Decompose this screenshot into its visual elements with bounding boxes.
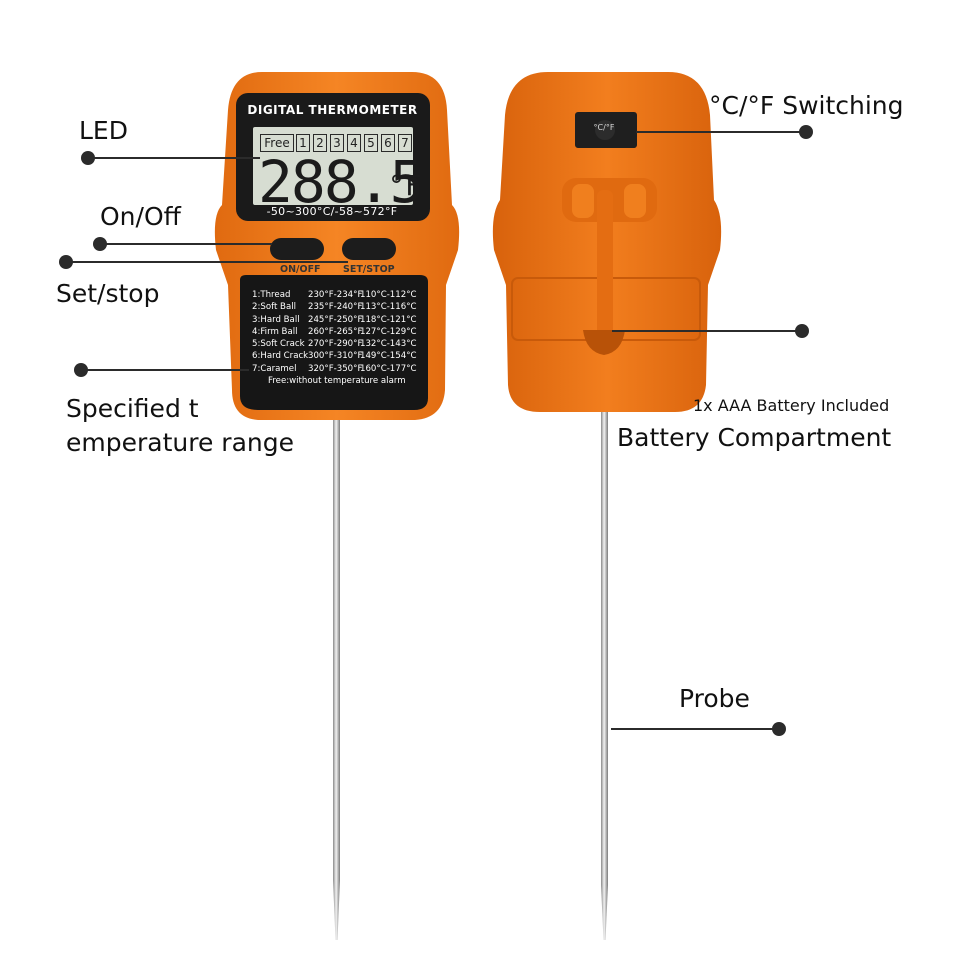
cf-switch-knob — [595, 120, 615, 140]
front-probe-tip — [333, 880, 340, 940]
callout-line-probe — [611, 728, 779, 730]
probe-holder — [597, 190, 613, 335]
callout-dot-battery — [795, 324, 809, 338]
callout-line-cf — [636, 131, 806, 133]
device-title: DIGITAL THERMOMETER — [247, 103, 418, 117]
label-on-off: On/Off — [100, 202, 181, 231]
callout-line-setstop — [66, 261, 348, 263]
lcd-slot: 5 — [364, 134, 378, 152]
cf-switch-label: °C/°F — [593, 123, 615, 132]
back-probe-tip — [601, 885, 608, 940]
onoff-button — [270, 238, 324, 260]
preset-note: Free:without temperature alarm — [268, 376, 406, 386]
lcd-slot: 1 — [296, 134, 310, 152]
label-range-line2: emperature range — [66, 428, 294, 457]
callout-dot-probe — [772, 722, 786, 736]
preset-panel — [240, 275, 428, 410]
label-led: LED — [79, 116, 128, 145]
label-set-stop: Set/stop — [56, 279, 160, 308]
lcd-slot: 3 — [330, 134, 344, 152]
setstop-button — [342, 238, 396, 260]
lcd-free-indicator: Free — [260, 134, 294, 152]
label-battery-note: 1x AAA Battery Included — [693, 396, 890, 415]
callout-dot-cf — [799, 125, 813, 139]
lcd-slot: 7 — [398, 134, 412, 152]
lcd-slot: 6 — [381, 134, 395, 152]
lcd-slot: 2 — [313, 134, 327, 152]
label-probe: Probe — [679, 684, 750, 713]
front-probe-shaft — [333, 405, 340, 880]
callout-line-led — [88, 157, 260, 159]
setstop-button-label: SET/STOP — [343, 264, 395, 275]
onoff-button-label: ON/OFF — [280, 264, 321, 275]
probe-clip — [583, 330, 625, 355]
lcd-reading: 288.5 — [258, 148, 425, 216]
callout-line-battery — [612, 330, 802, 332]
callout-line-range — [81, 369, 249, 371]
device-range: -50~300°C/-58~572°F — [266, 205, 398, 218]
lcd-slot: 4 — [347, 134, 361, 152]
label-battery-compartment: Battery Compartment — [617, 423, 892, 452]
label-range-line1: Specified t — [66, 394, 199, 423]
callout-line-onoff — [100, 243, 272, 245]
lcd-unit: °F — [388, 169, 422, 202]
label-cf-switching: °C/°F Switching — [709, 91, 904, 120]
back-thermometer — [492, 72, 722, 940]
back-probe-shaft — [601, 330, 608, 885]
